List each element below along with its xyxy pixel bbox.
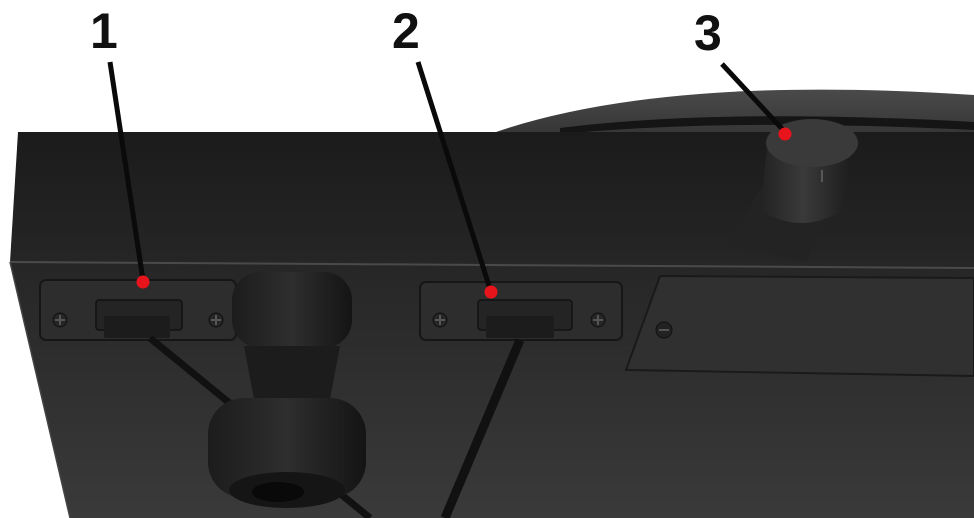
leader-line-2 [415, 61, 494, 293]
screw-icon [52, 312, 68, 328]
callout-label-1: 1 [90, 3, 118, 59]
markers [136, 127, 792, 299]
knob-icon [726, 119, 858, 262]
leader-line-3 [720, 62, 787, 134]
marker-dot-icon [778, 127, 792, 141]
lever-bracket-2 [419, 281, 623, 341]
recessed-panel [624, 274, 974, 378]
marker-dot-icon [136, 275, 150, 289]
leader-lines [107, 61, 787, 293]
screw-icon [590, 312, 606, 328]
callout-label-2: 2 [392, 3, 420, 59]
lever-bracket-1 [39, 279, 237, 341]
leader-line-1 [107, 61, 146, 281]
marker-dot-icon [484, 285, 498, 299]
screw-icon [208, 312, 224, 328]
screw-icon [432, 312, 448, 328]
callout-label-3: 3 [694, 5, 722, 61]
foot-icon [208, 272, 366, 508]
screw-icon [655, 321, 673, 339]
